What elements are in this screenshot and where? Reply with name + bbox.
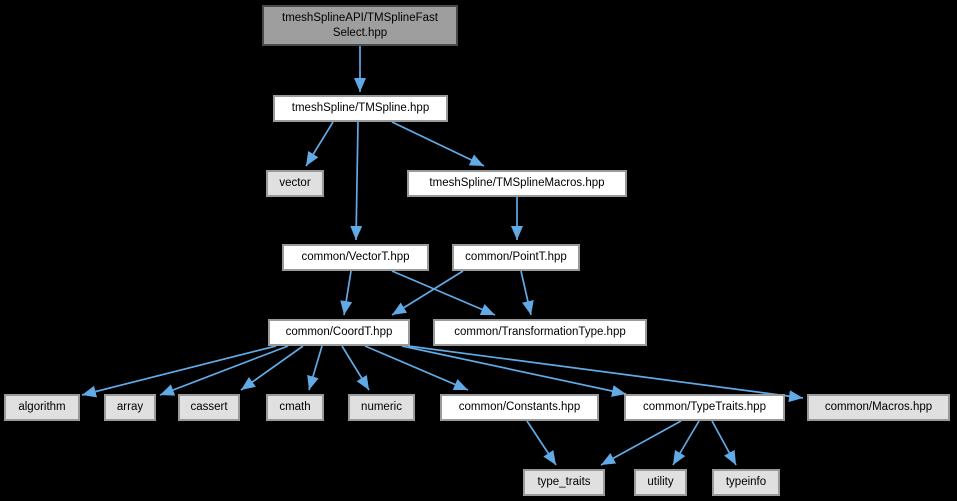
- edge-pointt-coordt: [391, 270, 464, 316]
- edge-typetraits-type_traits: [600, 420, 682, 466]
- edge-tmspline-vectort: [350, 121, 363, 241]
- node-macros-hpp: common/Macros.hpp: [807, 394, 950, 421]
- node-tmsplinemacros-hpp[interactable]: tmeshSpline/TMSplineMacros.hpp: [407, 170, 627, 197]
- node-numeric: numeric: [348, 394, 415, 421]
- edge-vectort-coordt: [340, 270, 353, 316]
- node-cassert: cassert: [178, 394, 240, 421]
- edge-coordt-numeric: [341, 345, 370, 391]
- edge-coordt-cmath: [307, 345, 323, 391]
- edge-constants-typetraits-hdr: [526, 420, 557, 466]
- edge-pointt-transformation: [520, 270, 534, 316]
- node-typeinfo: typeinfo: [712, 469, 780, 496]
- edge-vectort-transformation: [391, 270, 496, 316]
- edge-coordt-typetraits: [401, 345, 627, 397]
- edge-coordt-cassert: [240, 345, 304, 391]
- node-algorithm: algorithm: [4, 394, 80, 421]
- edge-typetraits-typeinfo: [711, 420, 737, 466]
- node-typetraits-hpp[interactable]: common/TypeTraits.hpp: [624, 394, 785, 421]
- edge-typetraits-utility: [672, 420, 700, 466]
- node-tmspline-hpp[interactable]: tmeshSpline/TMSpline.hpp: [273, 95, 448, 122]
- node-utility: utility: [634, 469, 687, 496]
- edge-coordt-algorithm: [81, 345, 277, 398]
- edge-tmspline-vector: [305, 121, 334, 167]
- node-transformationtype-hpp[interactable]: common/TransformationType.hpp: [433, 319, 647, 346]
- node-coordt-hpp[interactable]: common/CoordT.hpp: [268, 319, 410, 346]
- node-cmath: cmath: [266, 394, 324, 421]
- node-vector: vector: [266, 170, 324, 197]
- node-pointt-hpp[interactable]: common/PointT.hpp: [452, 244, 580, 271]
- edge-coordt-macros: [407, 345, 804, 403]
- edge-coordt-constants: [364, 345, 469, 391]
- node-constants-hpp[interactable]: common/Constants.hpp: [440, 394, 599, 421]
- node-vectort-hpp[interactable]: common/VectorT.hpp: [282, 244, 429, 271]
- node-tmsplinefastselect-hpp: tmeshSplineAPI/TMSplineFast Select.hpp: [262, 5, 458, 46]
- edge-coordt-array: [159, 345, 289, 396]
- edge-tmspline-tmsplinemacros: [391, 121, 485, 167]
- node-array: array: [104, 394, 156, 421]
- node-type_traits: type_traits: [523, 469, 605, 496]
